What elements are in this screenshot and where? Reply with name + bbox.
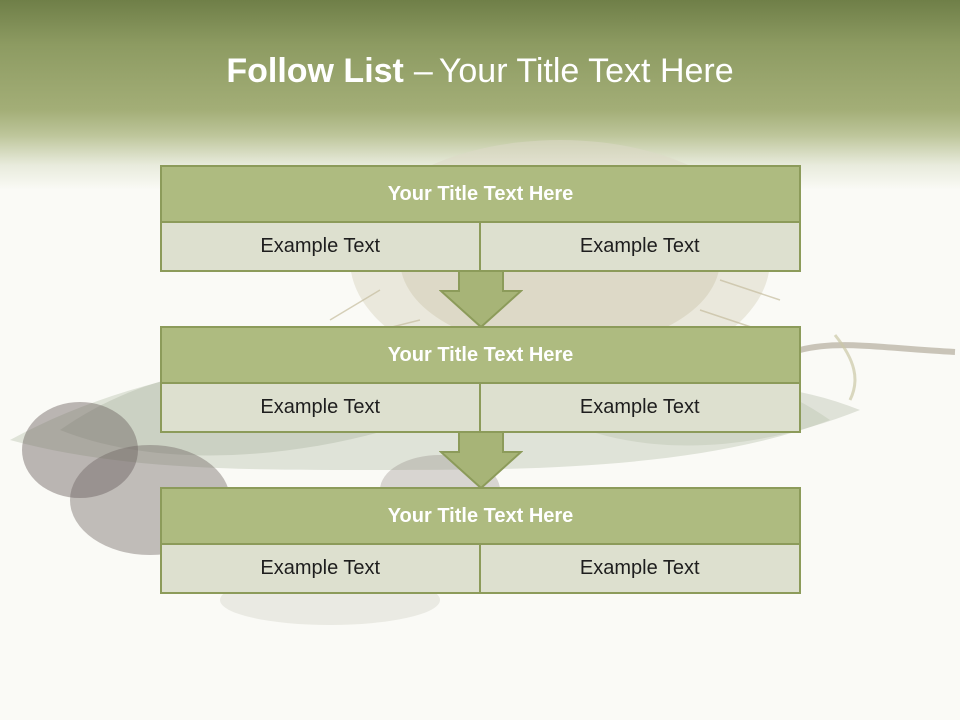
list-block-row: Example Text Example Text	[160, 223, 801, 272]
list-block-title: Your Title Text Here	[160, 487, 801, 545]
slide-title-rest: Your Title Text Here	[438, 52, 734, 90]
down-arrow-icon	[439, 432, 523, 490]
list-block-cell-left: Example Text	[160, 384, 481, 433]
list-block-3: Your Title Text Here Example Text Exampl…	[160, 487, 801, 594]
list-block-cell-right: Example Text	[480, 545, 801, 594]
list-block-2: Your Title Text Here Example Text Exampl…	[160, 326, 801, 433]
down-arrow-icon	[439, 271, 523, 329]
list-block-row: Example Text Example Text	[160, 545, 801, 594]
slide-title: Follow List–Your Title Text Here	[0, 52, 960, 91]
list-block-cell-left: Example Text	[160, 223, 481, 272]
list-block-1: Your Title Text Here Example Text Exampl…	[160, 165, 801, 272]
list-block-cell-right: Example Text	[480, 223, 801, 272]
list-block-cell-left: Example Text	[160, 545, 481, 594]
slide-title-bold: Follow List	[226, 52, 404, 90]
slide-title-dash: –	[413, 52, 433, 90]
list-block-title: Your Title Text Here	[160, 165, 801, 223]
list-block-cell-right: Example Text	[480, 384, 801, 433]
list-block-title: Your Title Text Here	[160, 326, 801, 384]
list-block-row: Example Text Example Text	[160, 384, 801, 433]
